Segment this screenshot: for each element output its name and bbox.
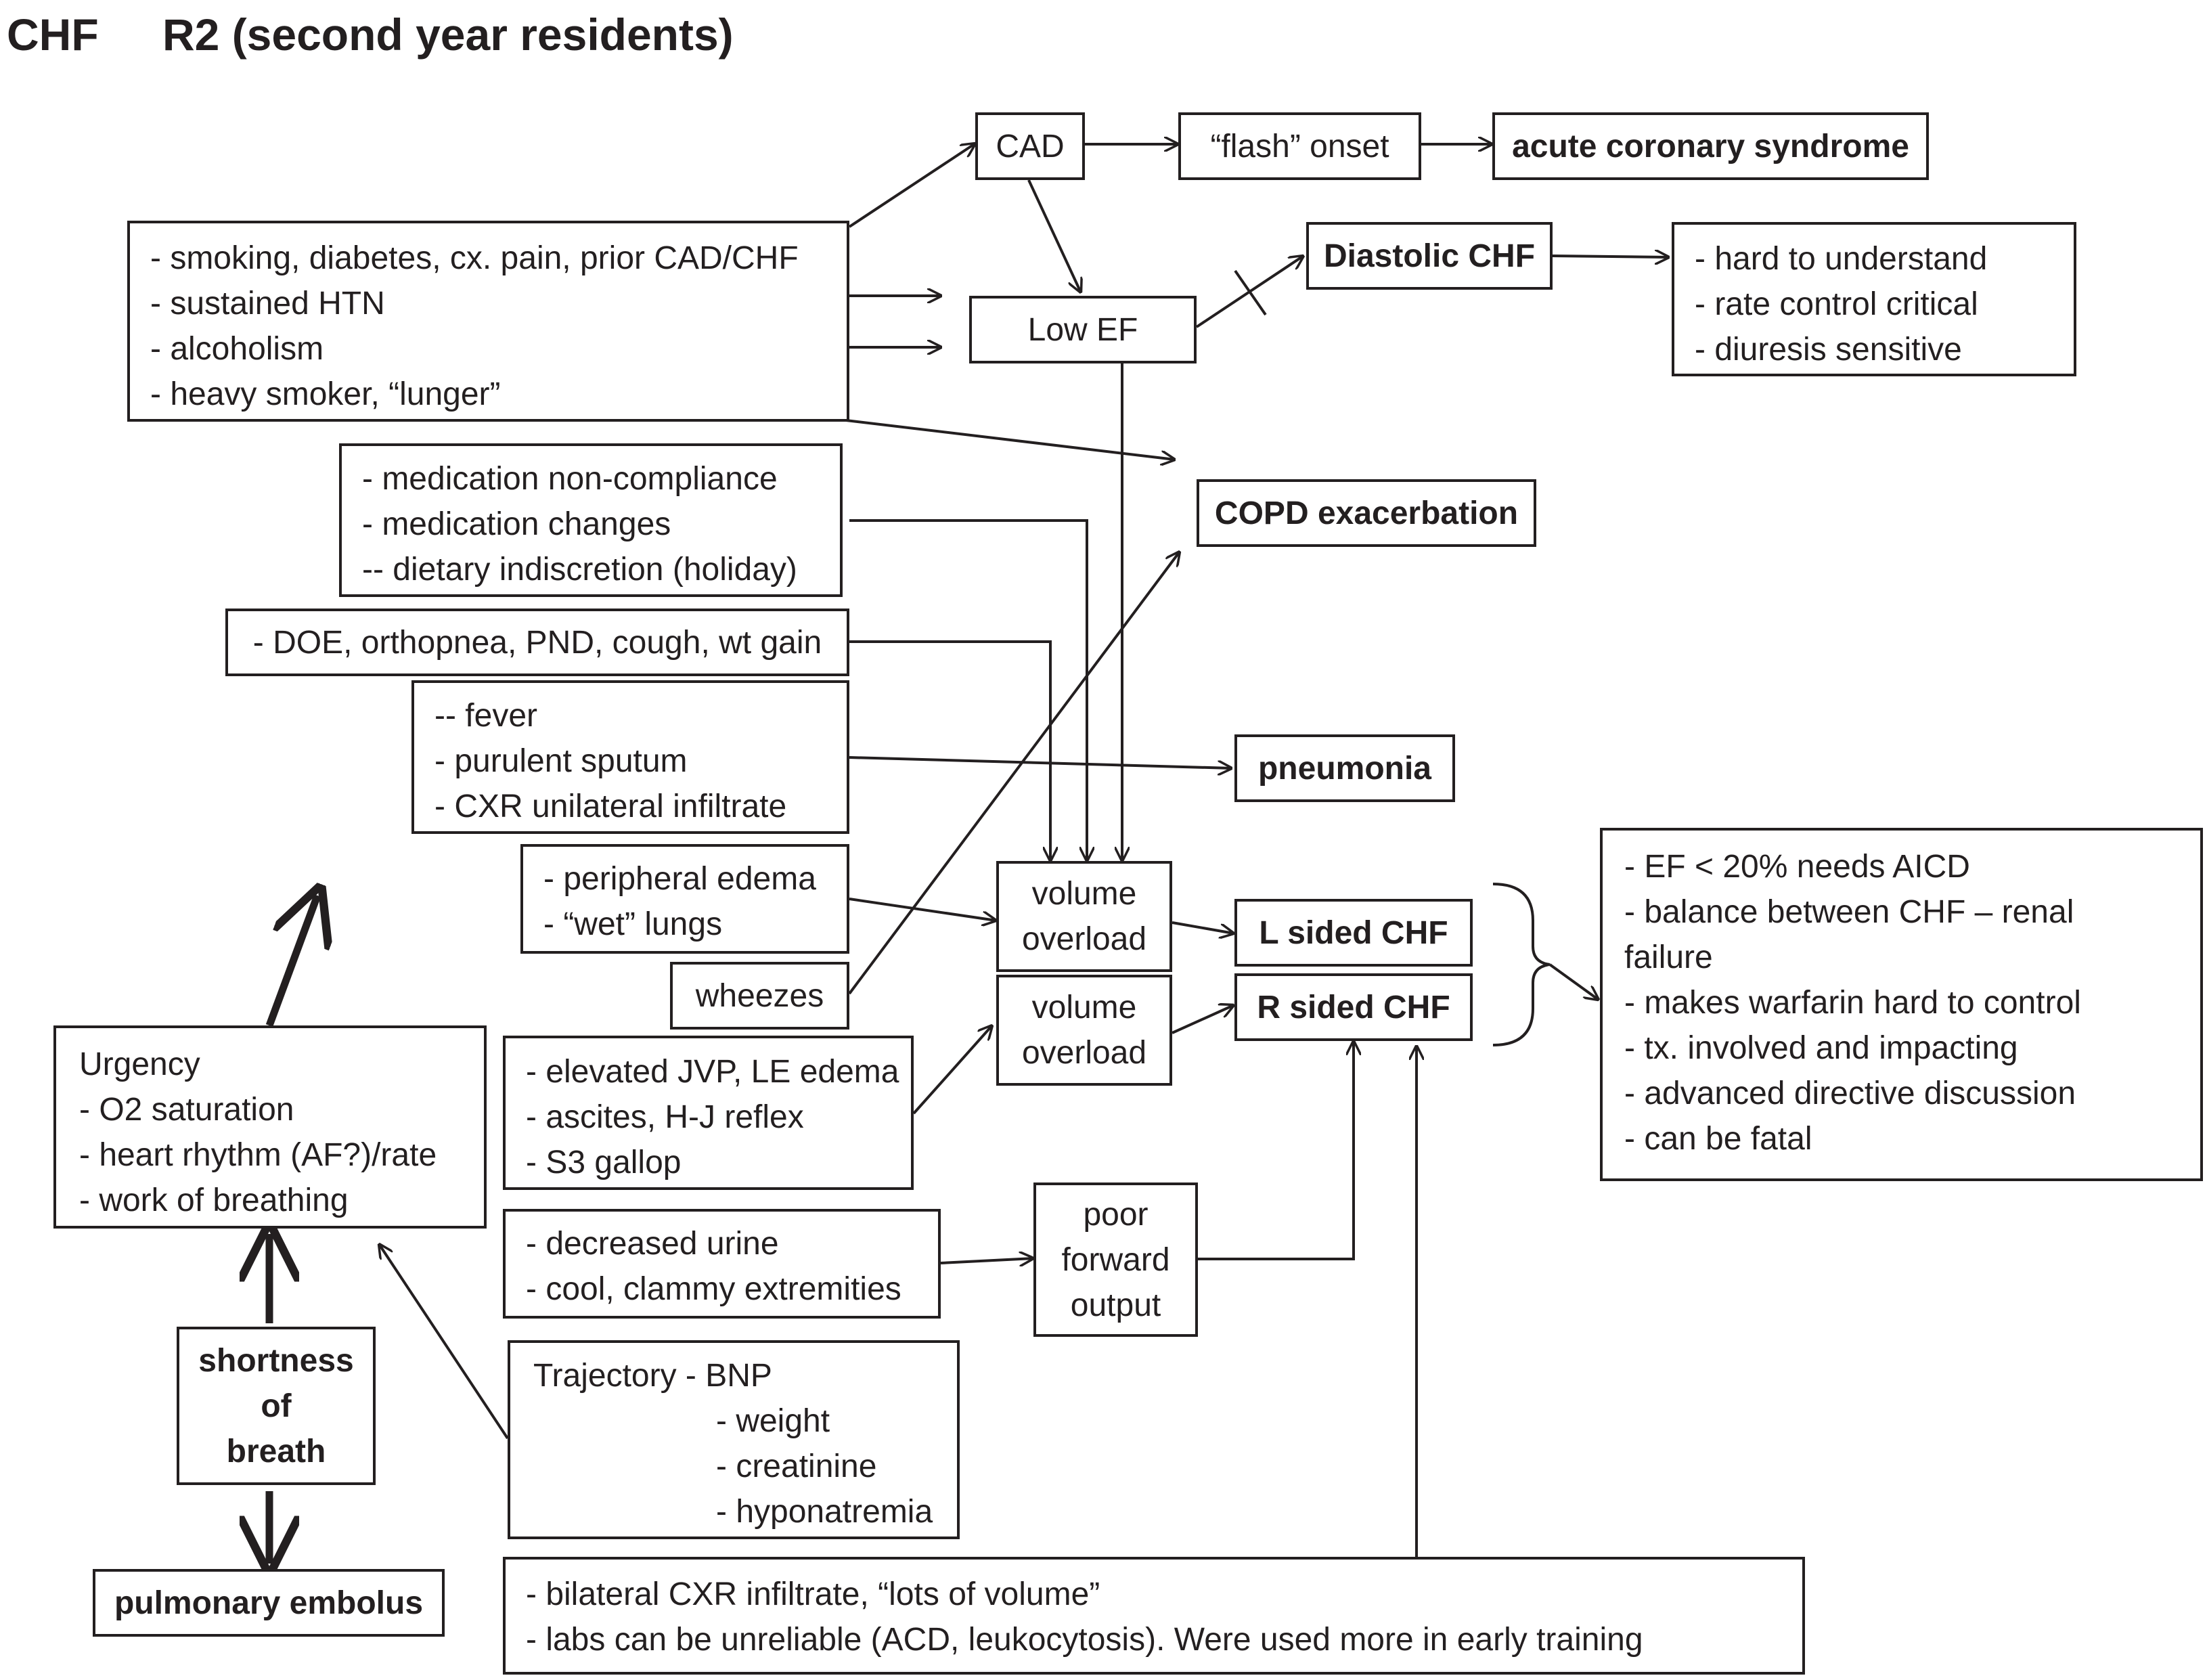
outcome-item-3: failure [1624, 940, 1713, 975]
medication-item-2: - medication changes [362, 506, 671, 542]
box-risk-factors: - smoking, diabetes, cx. pain, prior CAD… [127, 221, 849, 422]
node-pulmonary-embolus: pulmonary embolus [93, 1569, 445, 1637]
outcome-item-4: - makes warfarin hard to control [1624, 985, 2081, 1021]
diastolic-note-2: - rate control critical [1695, 286, 1978, 322]
volume-overload-2-line-1: volume [1031, 990, 1137, 1025]
symptoms-item-1: - DOE, orthopnea, PND, cough, wt gain [252, 624, 822, 661]
box-symptoms: - DOE, orthopnea, PND, cough, wt gain [225, 609, 849, 676]
risk-item-1: - smoking, diabetes, cx. pain, prior CAD… [150, 240, 799, 276]
outcome-item-5: - tx. involved and impacting [1624, 1030, 2018, 1066]
arrow-brace-to-outcomes [1548, 963, 1599, 1000]
trajectory-item-4: - hyponatremia [716, 1494, 933, 1530]
right-sign-item-1: - elevated JVP, LE edema [526, 1054, 899, 1090]
sob-line-2: of [261, 1388, 292, 1424]
node-shortness-of-breath: shortness of breath [177, 1327, 376, 1485]
infection-item-3: - CXR unilateral infiltrate [434, 789, 787, 824]
node-flash-onset: “flash” onset [1178, 112, 1421, 180]
urgency-heading: Urgency [79, 1046, 200, 1082]
arrow-symptoms-to-volume [849, 640, 1050, 861]
urgency-item-3: - work of breathing [79, 1182, 349, 1218]
node-volume-overload-2: volume overload [996, 975, 1172, 1086]
urgency-item-2: - heart rhythm (AF?)/rate [79, 1137, 437, 1173]
volume-overload-2-line-2: overload [1021, 1035, 1147, 1071]
infection-item-2: - purulent sputum [434, 743, 688, 779]
box-infection: -- fever - purulent sputum - CXR unilate… [411, 680, 849, 834]
arrow-infection-to-pneumonia [849, 756, 1232, 768]
box-medication: - medication non-compliance - medication… [339, 443, 843, 597]
arrow-perfusion-to-output [940, 1258, 1033, 1263]
arrow-volume-to-rchf [1172, 1005, 1234, 1034]
perfusion-item-2: - cool, clammy extremities [526, 1271, 901, 1307]
poor-output-line-3: output [1070, 1287, 1161, 1323]
node-acute-coronary-syndrome: acute coronary syndrome [1492, 112, 1929, 180]
volume-overload-1-line-1: volume [1031, 876, 1137, 912]
arrow-risk-to-cad [848, 143, 975, 228]
node-wheezes: wheezes [670, 962, 849, 1030]
node-l-sided-chf: L sided CHF [1234, 899, 1473, 967]
poor-output-line-1: poor [1083, 1196, 1149, 1233]
trajectory-item-3: - creatinine [716, 1449, 877, 1484]
page-subtitle: R2 (second year residents) [162, 9, 734, 60]
cross-mark [1234, 269, 1267, 316]
trajectory-item-2: - weight [716, 1403, 830, 1439]
node-volume-overload-1: volume overload [996, 861, 1172, 972]
brace-chf-group [1492, 883, 1551, 1046]
box-perfusion: - decreased urine - cool, clammy extremi… [503, 1209, 941, 1319]
node-diastolic-chf: Diastolic CHF [1306, 222, 1553, 290]
box-outcomes: - EF < 20% needs AICD - balance between … [1600, 828, 2203, 1181]
risk-item-4: - heavy smoker, “lunger” [150, 376, 501, 412]
sob-line-3: breath [226, 1433, 326, 1469]
diastolic-note-1: - hard to understand [1695, 241, 1988, 277]
diastolic-note-3: - diuresis sensitive [1695, 332, 1962, 368]
node-low-ef: Low EF [969, 296, 1197, 363]
page-title: CHF [7, 9, 99, 60]
medication-item-3: -- dietary indiscretion (holiday) [362, 552, 797, 588]
arrow-trajectory-to-urgency [379, 1244, 509, 1440]
risk-item-3: - alcoholism [150, 331, 324, 367]
node-pneumonia: pneumonia [1234, 734, 1455, 802]
infection-item-1: -- fever [434, 698, 538, 734]
node-cad: CAD [975, 112, 1085, 180]
urgency-item-1: - O2 saturation [79, 1092, 294, 1128]
box-urgency: Urgency - O2 saturation - heart rhythm (… [53, 1025, 487, 1229]
outcome-item-7: - can be fatal [1624, 1121, 1812, 1157]
box-imaging-labs: - bilateral CXR infiltrate, “lots of vol… [503, 1557, 1805, 1675]
arrow-cad-to-lowef [1027, 179, 1081, 292]
box-diastolic-notes: - hard to understand - rate control crit… [1672, 222, 2076, 376]
outcome-item-1: - EF < 20% needs AICD [1624, 849, 1970, 885]
arrow-diastolic-to-notes [1552, 256, 1669, 257]
poor-output-line-2: forward [1061, 1241, 1170, 1278]
thick-arrow-urgency-up [265, 896, 317, 1027]
arrow-output-to-rchf [1198, 1041, 1354, 1260]
arrow-edema-to-volume [849, 898, 996, 921]
arrow-wheezes-to-copd [848, 552, 1180, 995]
perfusion-item-1: - decreased urine [526, 1226, 779, 1262]
node-r-sided-chf: R sided CHF [1234, 973, 1473, 1041]
arrow-rightsigns-to-volume [912, 1025, 992, 1115]
box-edema: - peripheral edema - “wet” lungs [520, 844, 849, 954]
sob-line-1: shortness [198, 1342, 354, 1379]
outcome-item-2: - balance between CHF – renal [1624, 894, 2074, 930]
volume-overload-1-line-2: overload [1021, 921, 1147, 957]
box-trajectory: Trajectory - BNP - weight - creatinine -… [508, 1340, 960, 1539]
medication-item-1: - medication non-compliance [362, 461, 778, 497]
node-poor-forward-output: poor forward output [1033, 1182, 1198, 1337]
box-right-signs: - elevated JVP, LE edema - ascites, H-J … [503, 1036, 914, 1190]
risk-item-2: - sustained HTN [150, 286, 385, 322]
arrow-medication-to-volume [849, 519, 1087, 861]
edema-item-2: - “wet” lungs [543, 906, 723, 942]
right-sign-item-3: - S3 gallop [526, 1145, 682, 1180]
imaging-item-2: - labs can be unreliable (ACD, leukocyto… [526, 1622, 1643, 1658]
right-sign-item-2: - ascites, H-J reflex [526, 1099, 804, 1135]
edema-item-1: - peripheral edema [543, 861, 816, 897]
node-copd-exacerbation: COPD exacerbation [1197, 479, 1536, 547]
imaging-item-1: - bilateral CXR infiltrate, “lots of vol… [526, 1576, 1100, 1612]
outcome-item-6: - advanced directive discussion [1624, 1076, 2076, 1111]
trajectory-item-1: Trajectory - BNP [533, 1358, 772, 1394]
arrow-volume-to-lchf [1172, 921, 1234, 933]
